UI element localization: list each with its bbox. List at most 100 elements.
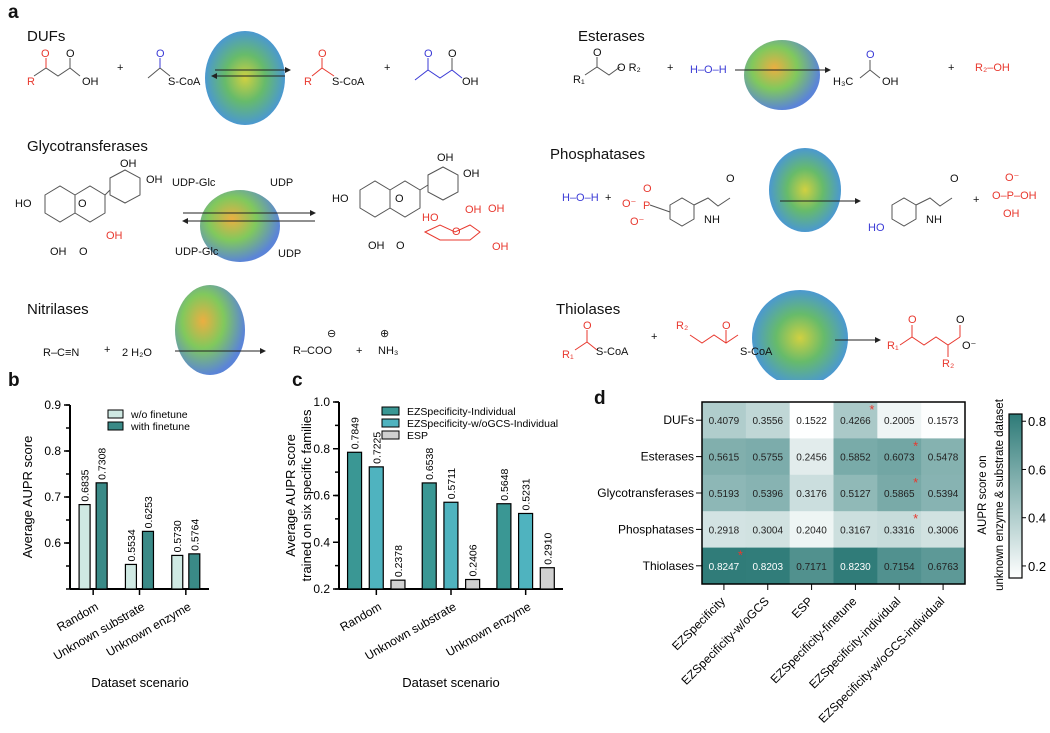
cell-value-label: 0.4079 (709, 416, 740, 427)
chem-label: O (156, 48, 165, 60)
colorbar-tick-label: 0.8 (1028, 414, 1046, 429)
heatmap-cell (789, 547, 834, 585)
chem-label: O (424, 48, 433, 60)
cell-value-label: 0.1573 (928, 416, 959, 427)
cell-value-label: 0.2456 (796, 453, 827, 464)
legend-swatch (107, 409, 124, 419)
chem-label: R₁ (562, 349, 574, 361)
cell-value-label: 0.5478 (928, 453, 959, 464)
colorbar-tick-label: 0.4 (1028, 511, 1046, 526)
column-label: EZSpecificity-w/oGCS (679, 594, 772, 687)
cell-value-label: 0.6763 (928, 562, 959, 573)
colorbar-title: AUPR score on (977, 455, 989, 534)
cell-value-label: 0.1522 (796, 416, 827, 427)
y-tick-label: 0.8 (44, 444, 61, 458)
cell-value-label: 0.2040 (796, 525, 827, 536)
chem-label: OH (492, 241, 509, 253)
legend-swatch (381, 430, 400, 440)
bar-value-label: 0.5764 (189, 519, 201, 551)
bar-value-label: 0.7308 (97, 448, 109, 480)
chem-label: HO (15, 198, 32, 210)
cell-value-label: 0.5127 (840, 489, 871, 500)
best-score-marker: * (913, 511, 918, 526)
chem-label: O⁻ (1005, 172, 1020, 184)
family-title-esterases: Esterases (578, 28, 645, 45)
heatmap-cell (745, 547, 791, 585)
chem-label: OH (120, 158, 137, 170)
chem-label: NH (704, 214, 720, 226)
bar-esp (539, 567, 555, 590)
chem-label: S-CoA (740, 346, 773, 358)
legend-swatch (107, 421, 124, 431)
best-score-marker: * (913, 438, 918, 453)
chem-label: O (643, 183, 652, 195)
cell-value-label: 0.5394 (928, 489, 959, 500)
heatmap-cell (833, 402, 878, 439)
chem-label: O⁻ (622, 198, 637, 210)
chem-label: O (66, 48, 75, 60)
cell-value-label: 0.8230 (840, 562, 871, 573)
thiolases-protein-structure (752, 290, 848, 380)
heatmap-cell (877, 547, 922, 585)
bar-value-label: 0.2910 (542, 532, 554, 564)
chem-label: O (396, 240, 405, 252)
chem-label: + (117, 62, 124, 74)
cell-value-label: 0.5396 (752, 489, 783, 500)
heatmap-cell (789, 438, 834, 476)
chem-label: O (79, 246, 88, 258)
family-title-phosphatases: Phosphatases (550, 146, 646, 163)
glycotransferases-protein-structure (200, 190, 280, 262)
chem-label: + (384, 62, 391, 74)
y-axis-title: Average AUPR score (285, 434, 298, 557)
chem-label: O (395, 193, 404, 205)
chem-label: + (667, 62, 674, 74)
cell-value-label: 0.8247 (709, 562, 740, 573)
cell-value-label: 0.3167 (840, 525, 871, 536)
chem-label: OH (463, 168, 480, 180)
chem-label: UDP (278, 248, 302, 260)
family-title-glycotransferases: Glycotransferases (27, 138, 148, 155)
panel-label-d: d (594, 388, 606, 409)
chem-label: UDP-Glc (172, 177, 216, 189)
chem-label: O (866, 49, 875, 61)
chem-label: R₂ (676, 320, 689, 332)
heatmap-cell (702, 474, 747, 512)
chem-label: NH₃ (378, 345, 399, 357)
bar-ezspecificity-individual (496, 503, 512, 590)
chem-label: O (452, 226, 461, 238)
cell-value-label: 0.3316 (884, 525, 915, 536)
heatmap-cell (745, 474, 791, 512)
cell-value-label: 0.5193 (709, 489, 740, 500)
bar-with-finetune (95, 482, 108, 590)
heatmap-cell (745, 511, 791, 549)
cell-value-label: 0.3556 (752, 416, 783, 427)
chem-label: O (950, 173, 959, 185)
bar-with-finetune (141, 530, 155, 590)
best-score-marker: * (738, 548, 743, 563)
chem-label: S-CoA (168, 76, 201, 88)
heatmap-cell (789, 474, 834, 512)
chem-label: O⁻ (962, 340, 977, 352)
chem-label: NH (926, 214, 942, 226)
chem-label: R₁ (573, 74, 585, 86)
legend-swatch (381, 406, 400, 416)
bar-value-label: 0.7225 (371, 432, 383, 464)
x-axis-title: Dataset scenario (91, 675, 189, 690)
bar-value-label: 0.2406 (468, 544, 480, 576)
bar-w-o-finetune (124, 563, 138, 590)
colorbar-title: unknown enzyme & substrate dataset (994, 398, 1006, 591)
chem-label: O (78, 198, 87, 210)
dufs-protein-structure (205, 31, 285, 125)
cell-value-label: 0.8203 (752, 562, 783, 573)
heatmap-cell (789, 402, 834, 439)
y-tick-label: 1.0 (313, 395, 330, 409)
heatmap-cell (833, 511, 878, 549)
heatmap-cell (745, 438, 791, 476)
heatmap-cell (833, 547, 878, 585)
legend-label: EZSpecificity-w/oGCS-Individual (407, 418, 558, 430)
chem-label: + (605, 192, 612, 204)
bar-value-label: 0.6253 (143, 496, 155, 528)
legend-label: EZSpecificity-Individual (407, 406, 516, 418)
chem-label: S-CoA (596, 346, 629, 358)
chem-label: O–P–OH (992, 190, 1037, 202)
